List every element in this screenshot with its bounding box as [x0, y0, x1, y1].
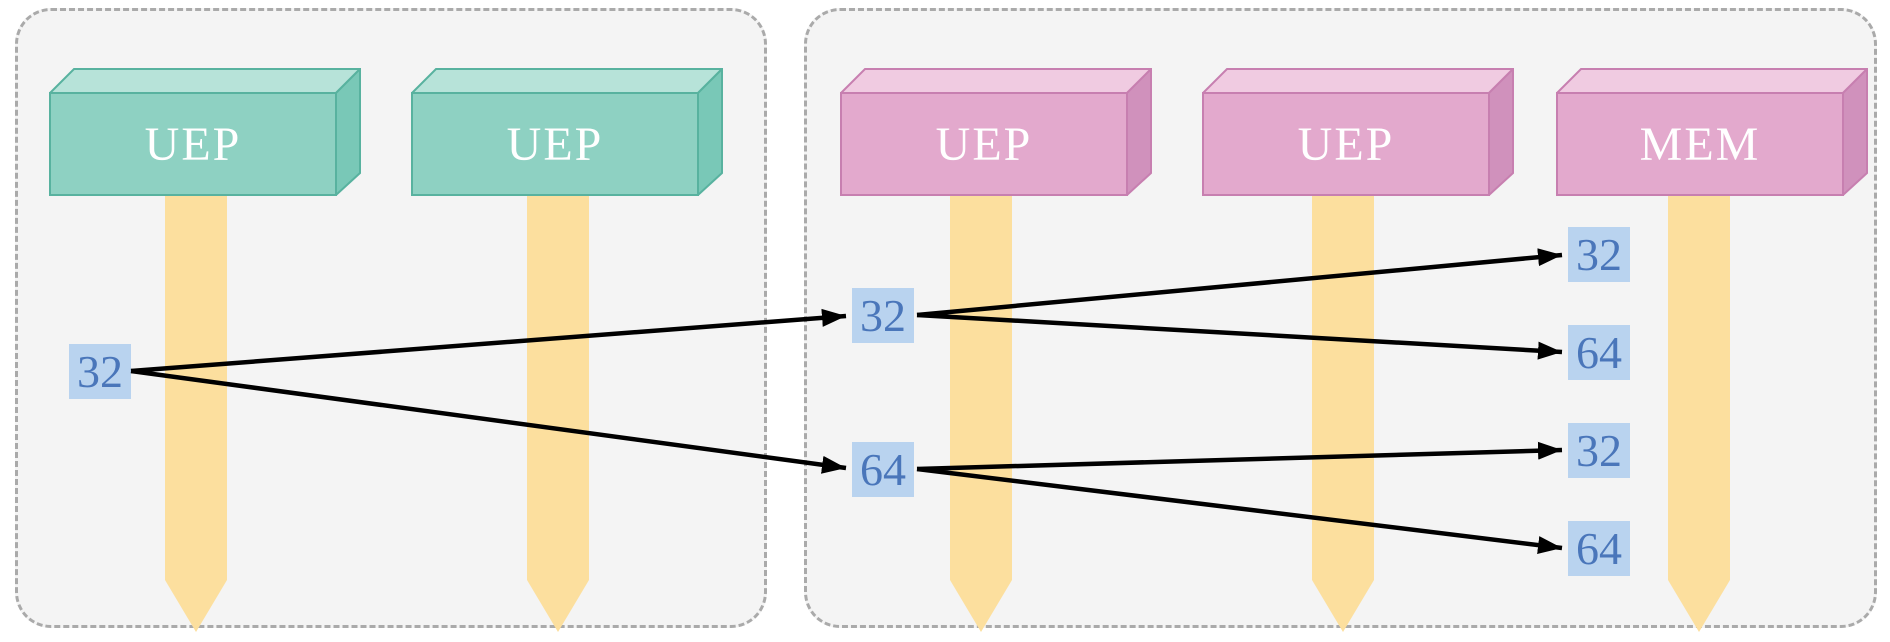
box-label: UEP: [935, 117, 1033, 171]
box-label: UEP: [144, 117, 242, 171]
event-chip-uep-32: 32: [852, 288, 914, 343]
uep-box-right-1: UEP: [840, 68, 1152, 196]
box-label: UEP: [1297, 117, 1395, 171]
timeline-arrow-right-1: [950, 196, 1012, 632]
box-label: MEM: [1639, 117, 1761, 171]
box-3d-faces: [411, 68, 723, 196]
timeline-arrow-left-1: [165, 196, 227, 632]
box-3d-faces: [840, 68, 1152, 196]
event-chip-mem-32-b: 32: [1568, 423, 1630, 478]
box-3d-faces: [49, 68, 361, 196]
timeline-arrow-right-2: [1312, 196, 1374, 632]
uep-box-left-2: UEP: [411, 68, 723, 196]
event-chip-left-32: 32: [69, 344, 131, 399]
timeline-arrow-left-2: [527, 196, 589, 632]
mem-box: MEM: [1556, 68, 1868, 196]
event-chip-uep-64: 64: [852, 442, 914, 497]
timeline-arrow-mem: [1668, 196, 1730, 632]
box-3d-faces: [1202, 68, 1514, 196]
uep-box-left-1: UEP: [49, 68, 361, 196]
box-3d-faces: [1556, 68, 1868, 196]
uep-box-right-2: UEP: [1202, 68, 1514, 196]
event-chip-mem-32-a: 32: [1568, 227, 1630, 282]
box-label: UEP: [506, 117, 604, 171]
event-chip-mem-64-b: 64: [1568, 521, 1630, 576]
event-chip-mem-64-a: 64: [1568, 325, 1630, 380]
